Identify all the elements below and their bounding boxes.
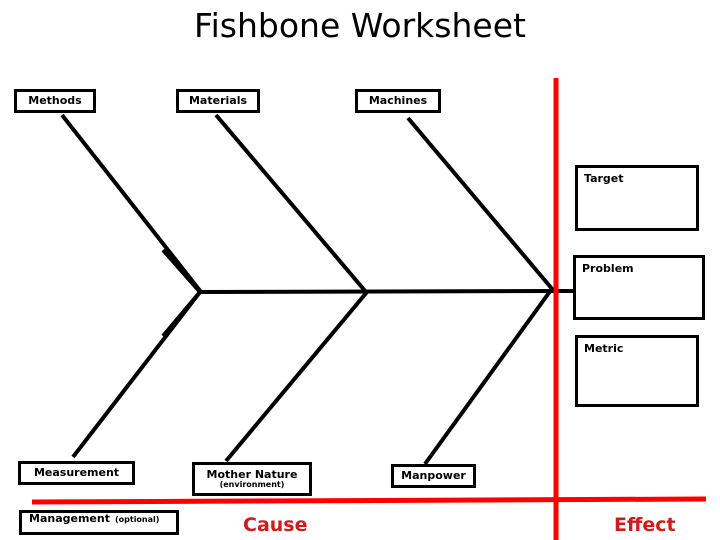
effect-label-problem: Problem [582, 262, 634, 275]
cause-box-management[interactable]: Management (optional) [19, 510, 179, 535]
cause-label-machines: Machines [368, 94, 428, 108]
cause-label-measurement: Measurement [33, 466, 120, 480]
cause-label-materials: Materials [188, 94, 248, 108]
baseline-red-line [31, 496, 707, 505]
bone-machines [406, 116, 555, 292]
cause-box-machines[interactable]: Machines [355, 89, 441, 113]
page-title: Fishbone Worksheet [194, 6, 526, 45]
cause-box-methods[interactable]: Methods [14, 89, 96, 113]
cause-label-mother-nature: Mother Nature [206, 468, 298, 482]
bone-materials [214, 113, 368, 294]
cause-box-measurement[interactable]: Measurement [18, 461, 135, 485]
axis-label-cause: Cause [243, 514, 308, 536]
bone-manpower [423, 288, 553, 466]
bone-methods [60, 113, 203, 294]
cause-box-manpower[interactable]: Manpower [391, 464, 476, 488]
effect-box-metric[interactable]: Metric [575, 335, 699, 407]
cause-label-manpower: Manpower [401, 469, 466, 483]
cause-sublabel-management: (optional) [114, 515, 160, 524]
bone-measurement [71, 290, 202, 459]
cause-box-materials[interactable]: Materials [176, 89, 260, 113]
effect-box-target[interactable]: Target [575, 165, 699, 231]
effect-label-target: Target [584, 172, 624, 185]
bone-mother-nature [224, 290, 369, 463]
spine-line [199, 289, 558, 294]
cause-label-methods: Methods [28, 94, 82, 108]
cause-sublabel-mother-nature: (environment) [219, 479, 285, 489]
cause-label-management: Management [29, 512, 110, 525]
effect-label-metric: Metric [584, 342, 624, 355]
effect-box-problem[interactable]: Problem [573, 255, 705, 320]
axis-label-effect: Effect [614, 514, 676, 536]
cause-box-mother-nature[interactable]: Mother Nature (environment) [192, 462, 312, 496]
